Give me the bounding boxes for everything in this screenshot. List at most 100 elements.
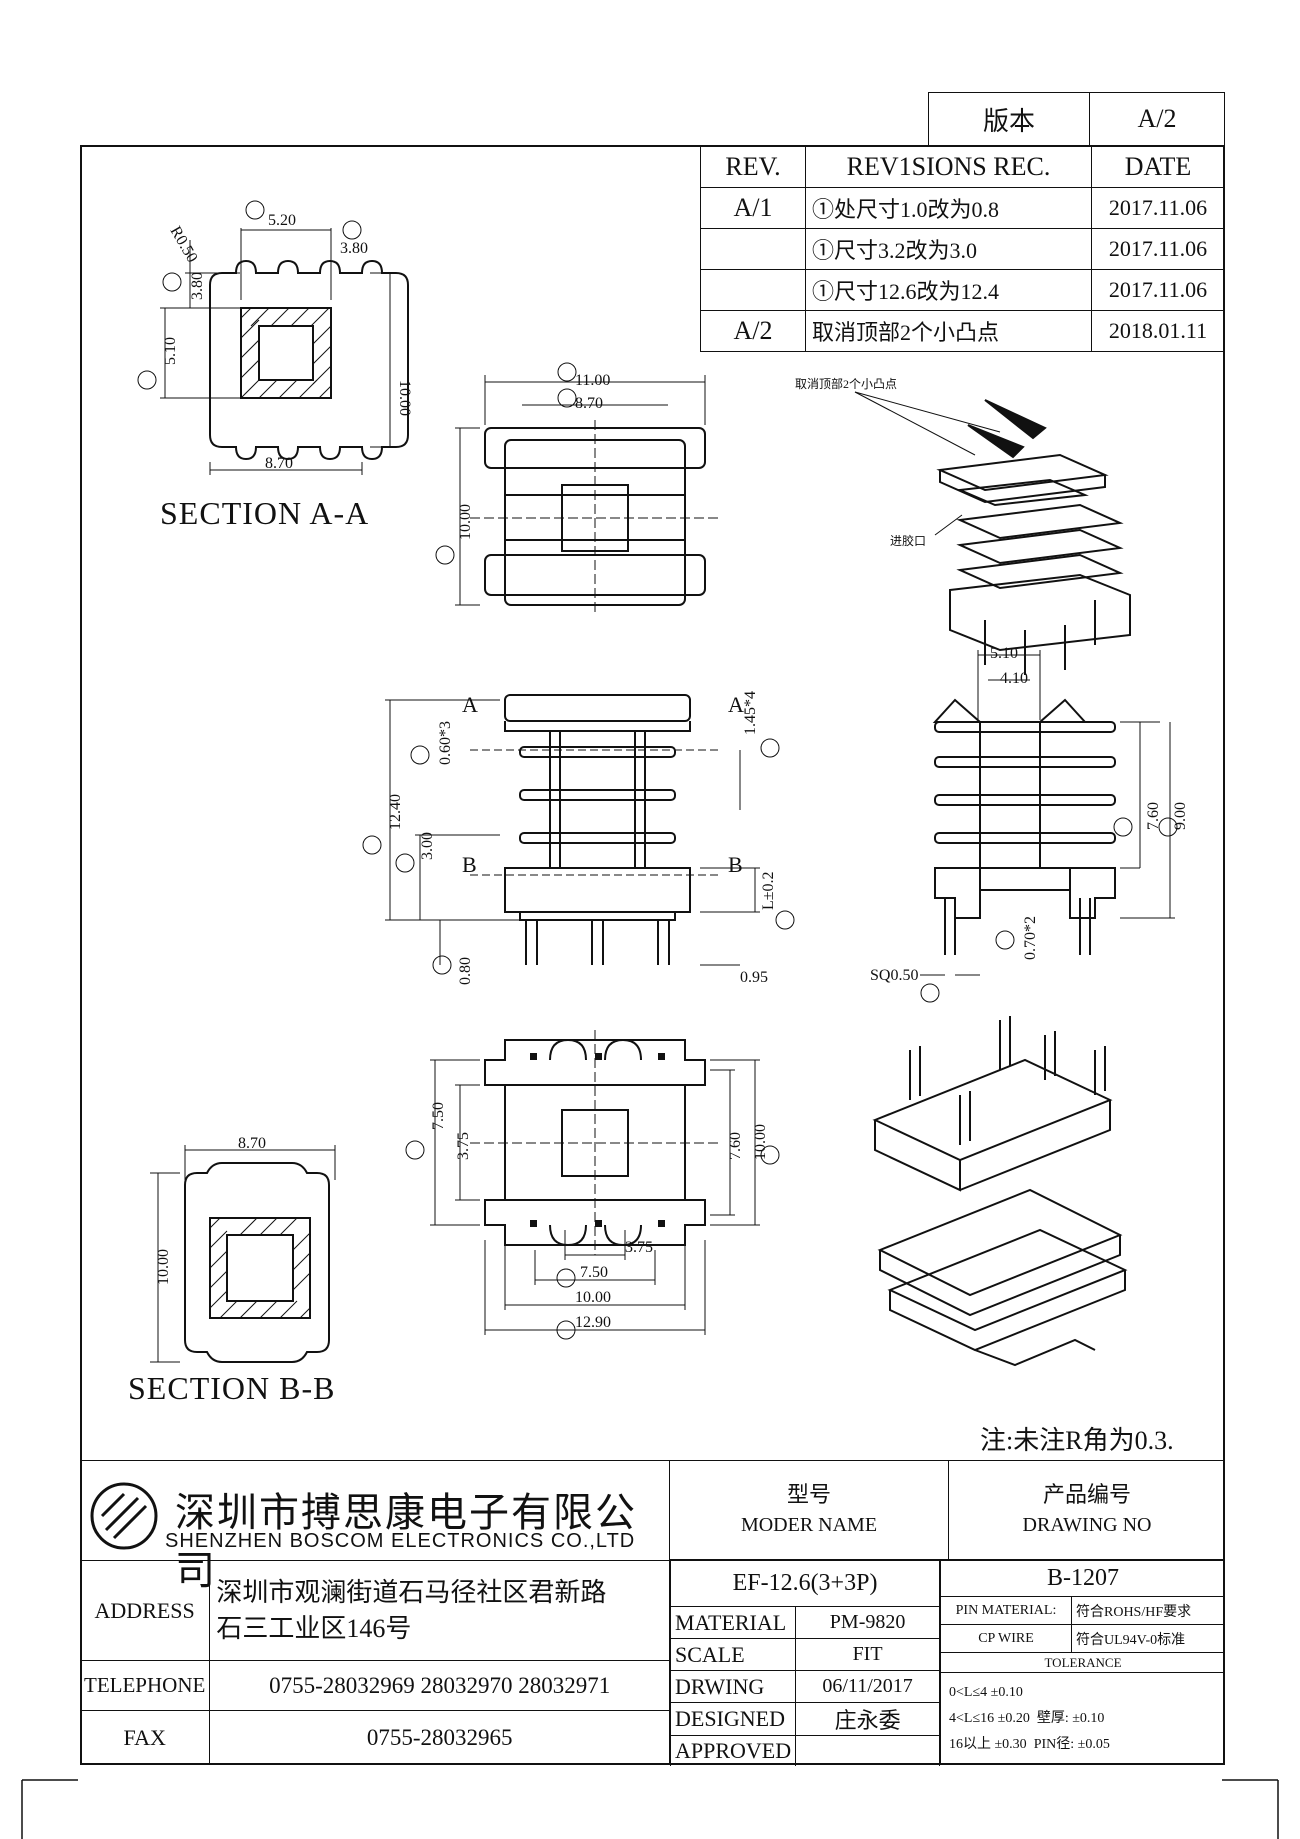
cp-wire-label: CP WIRE [940,1624,1072,1653]
dim-bottom-d2: 10.00 [575,1289,611,1306]
telephone-label: TELEPHONE [80,1660,211,1711]
rec-header: REV1SIONS REC. [805,146,1092,188]
dim-front-h: 0.60*3 [437,721,454,765]
exploded-3d-drawing [854,391,1131,675]
dim-bottom-r: 7.50 [580,1264,608,1281]
rec-cell: 取消顶部2个小凸点 [805,310,1092,352]
drawing-no-label-en: DRAWING NO [1022,1513,1152,1536]
dimension-labels: 5.20 3.80 R0.50 3.80 5.10 10.00 8.70 11.… [155,212,1189,1331]
pin-tolerance: PIN径: ±0.05 [1033,1736,1110,1752]
top-view-drawing [455,375,720,612]
date-cell: 2018.01.11 [1091,310,1225,352]
dim-aa-h: 10.00 [396,380,413,416]
model-label-cn: 型号 [786,1481,831,1507]
label-a-right: A [728,692,744,717]
dim-bottom-q2: 10.00 [752,1124,769,1160]
dim-side-w2: 4.10 [1000,670,1028,687]
company-header: 深圳市搏思康电子有限公司 SHENZHEN BOSCOM ELECTRONICS… [80,1460,670,1594]
dim-front-j: 3.00 [419,832,436,860]
drwing-label: DRWING [669,1670,797,1703]
version-label: 版本 [928,92,1090,146]
designed-label: DESIGNED [669,1702,797,1736]
tolerance-3: 16以上 ±0.30 [949,1736,1027,1752]
dim-bb-h: 10.00 [155,1249,172,1285]
dim-bottom-q: 7.60 [727,1132,744,1160]
designed-value: 庄永委 [795,1702,940,1736]
label-b-left: B [462,852,477,877]
dim-aa-w: 8.70 [265,455,293,472]
reference-circles [137,200,1178,1340]
dim-front-bottom: 0.80 [457,957,474,985]
spec-table: B-1207 PIN MATERIAL: 符合ROHS/HF要求 CP WIRE… [940,1560,1225,1765]
drawing-no-label-cn: 产品编号 [1042,1481,1131,1507]
tolerance-label: TOLERANCE [940,1652,1225,1673]
drawing-no-value: B-1207 [940,1560,1225,1597]
dim-front-k: 1.45*4 [742,691,759,735]
fax-value: 0755-28032965 [209,1710,670,1765]
scale-label: SCALE [669,1638,797,1671]
material-label: MATERIAL [669,1606,797,1639]
drawing-info-table: EF-12.6(3+3P) MATERIAL PM-9820 SCALE FIT… [669,1560,940,1766]
dim-aa-d: 5.10 [162,337,179,365]
dim-aa-r: R0.50 [167,224,201,266]
section-aa-label: SECTION A-A [160,495,370,531]
model-header: 型号 MODER NAME 产品编号 DRAWING NO [670,1460,1225,1560]
drwing-value: 06/11/2017 [795,1670,940,1703]
dim-bb-w: 8.70 [238,1135,266,1152]
approved-label: APPROVED [669,1735,797,1766]
rec-cell: ①处尺寸1.0改为0.8 [805,187,1092,229]
label-a-left: A [462,692,478,717]
callout-remove-bumps: 取消顶部2个小凸点 [795,376,897,391]
callout-gate: 进胶口 [890,533,926,548]
dim-side-m: 9.00 [1172,802,1189,830]
approved-value [795,1735,940,1766]
dim-aa-c: 3.80 [189,272,206,300]
dim-side-n: 0.70*2 [1022,916,1039,960]
label-b-right: B [728,852,743,877]
tolerance-row-2: 4<L≤16 ±0.20 壁厚: ±0.10 [949,1706,1221,1732]
rec-cell: ①尺寸3.2改为3.0 [805,228,1092,270]
scale-value: FIT [795,1638,940,1671]
rev-cell: A/1 [700,187,806,229]
pin-material-value: 符合ROHS/HF要求 [1071,1596,1225,1625]
dim-top-g: 10.00 [457,504,474,540]
dim-side-sq: SQ0.50 [870,967,918,984]
tolerance-2: 4<L≤16 ±0.20 [949,1710,1030,1726]
model-label-en: MODER NAME [740,1513,878,1536]
section-bb-drawing [150,1145,336,1363]
rec-cell: ①尺寸12.6改为12.4 [805,269,1092,311]
dim-bottom-p: 7.50 [430,1102,447,1130]
dim-bottom-s: 12.90 [575,1314,611,1331]
company-name-en: SHENZHEN BOSCOM ELECTRONICS CO.,LTD [165,1530,636,1552]
model-value: EF-12.6(3+3P) [670,1560,940,1607]
telephone-value: 0755-28032969 28032970 28032971 [209,1660,670,1711]
dim-front-pin: 0.95 [740,969,768,986]
date-cell: 2017.11.06 [1091,228,1225,270]
date-cell: 2017.11.06 [1091,269,1225,311]
dim-top-f: 8.70 [575,395,603,412]
hatch-bb [209,1217,311,1319]
hatch-aa [240,307,332,399]
version-box: 版本 A/2 [928,92,1225,146]
wall-tolerance: 壁厚: ±0.10 [1036,1710,1105,1726]
dim-side-w1: 5.10 [990,645,1018,662]
address-label: ADDRESS [80,1560,211,1661]
section-aa-drawing [160,228,409,475]
dim-bottom-p2: 3.75 [455,1132,472,1160]
fax-label: FAX [80,1710,211,1765]
rev-header: REV. [700,146,806,188]
assembled-3d-drawing [872,1016,1128,1367]
bottom-view-drawing [430,1030,760,1335]
dim-aa-b: 3.80 [340,240,368,257]
title-block-top-line [80,1460,1225,1461]
cp-wire-value: 符合UL94V-0标准 [1071,1624,1225,1653]
address-line-2: 石三工业区146号 [216,1613,412,1643]
dim-front-i: 12.40 [387,794,404,830]
section-bb-label: SECTION B-B [128,1370,336,1406]
revision-table: REV. REV1SIONS REC. DATE A/1 ①处尺寸1.0改为0.… [700,146,1225,352]
tolerance-row-3: 16以上 ±0.30 PIN径: ±0.05 [949,1732,1221,1758]
dim-top-e: 11.00 [575,372,610,389]
date-header: DATE [1091,146,1225,188]
